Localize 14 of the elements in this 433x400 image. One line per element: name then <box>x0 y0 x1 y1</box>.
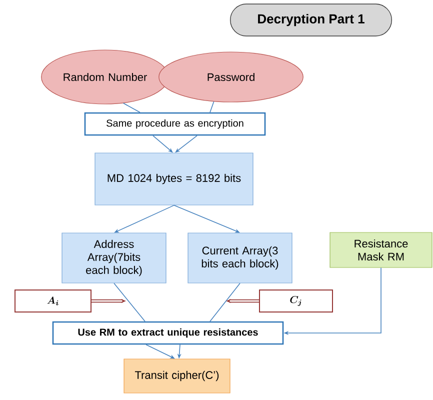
connector-line <box>210 282 240 322</box>
output-box: Transit cipher(C’) <box>124 358 230 394</box>
data-box: Address Array(7bits each block) <box>62 232 166 284</box>
data-box: MD 1024 bytes = 8192 bits <box>94 152 254 206</box>
process-box: Same procedure as encryption <box>84 112 266 136</box>
title-banner: Decryption Part 1 <box>230 4 392 36</box>
data-box: Current Array(3 bits each block) <box>188 232 292 284</box>
process-box: Use RM to extract unique resistances <box>52 321 284 345</box>
connector-line <box>122 102 140 113</box>
variable-box: $\boldsymbol{A_i}$ <box>14 290 92 312</box>
variable-box: $\boldsymbol{C_j}$ <box>259 290 333 312</box>
connector-line <box>114 282 146 322</box>
connector-line <box>210 101 214 113</box>
data-box: Resistance Mask RM <box>330 232 432 268</box>
